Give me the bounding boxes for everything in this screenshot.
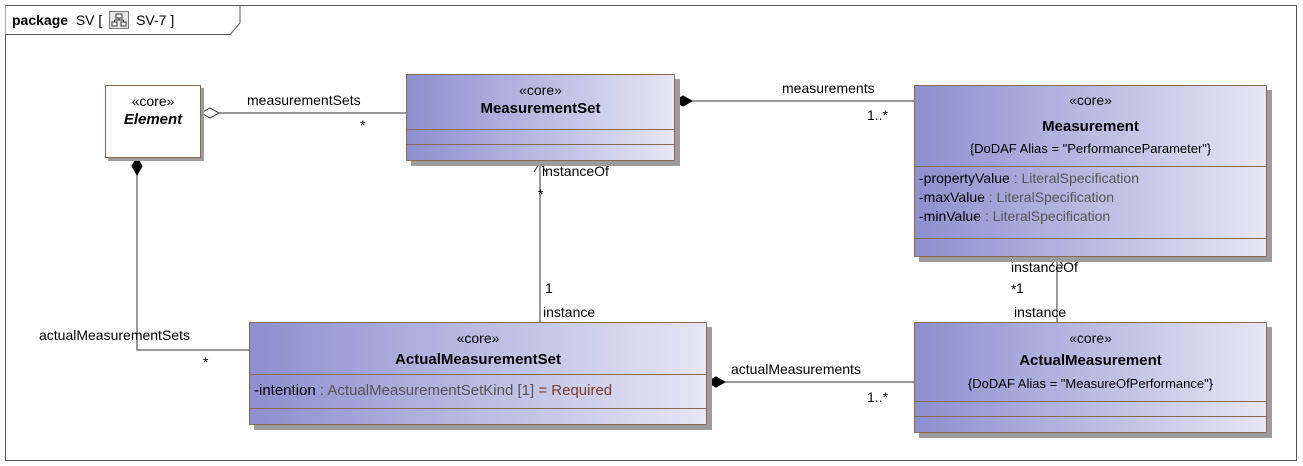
class-measurement[interactable]: «core» Measurement {DoDAF Alias = "Perfo…: [914, 85, 1267, 257]
actualmeasurementset-operations-compartment: [250, 408, 706, 424]
measurementset-operations-compartment: [407, 144, 674, 160]
attribute-default-value: = Required: [534, 382, 613, 399]
actualmeasurement-tagged-value: {DoDAF Alias = "MeasureOfPerformance"}: [967, 376, 1214, 391]
package-tab-label: package SV [ SV-7 ]: [12, 11, 174, 32]
diagram-icon: [109, 11, 130, 32]
composition-diamond-element: [131, 155, 143, 177]
role-label-ams-instance: instance: [543, 304, 596, 320]
attribute-visibility: -: [254, 382, 259, 399]
attribute-type: : LiteralSpecification: [981, 208, 1111, 224]
role-label-ms-instanceof: instanceOf: [542, 163, 609, 179]
attribute-type: : ActualMeasurementSetKind [1]: [315, 382, 535, 399]
multiplicity-ams-instance: 1: [545, 280, 553, 296]
multiplicity-ms-instanceof: *: [538, 186, 544, 202]
aggregation-diamond-element: [199, 107, 221, 119]
actualmeasurement-attributes-compartment: [915, 401, 1266, 416]
role-label-actualmeasurementsets: actualMeasurementSets: [39, 327, 190, 343]
measurement-attributes-compartment: -propertyValue : LiteralSpecification -m…: [915, 166, 1266, 238]
attribute-visibility: -: [919, 170, 924, 186]
attribute-name: maxValue: [923, 189, 985, 205]
measurementset-stereotype: «core»: [519, 82, 562, 98]
attribute-row[interactable]: -minValue : LiteralSpecification: [915, 207, 1266, 226]
actualmeasurementset-name: ActualMeasurementSet: [395, 351, 561, 368]
actualmeasurementset-attributes-compartment: -intention : ActualMeasurementSetKind [1…: [250, 374, 706, 408]
multiplicity-measurementsets: *: [360, 117, 366, 133]
measurement-tagged-value: {DoDAF Alias = "PerformanceParameter"}: [969, 141, 1212, 156]
composition-diamond-actualmeasurementset: [705, 376, 727, 388]
multiplicity-m-star: *: [1011, 281, 1017, 297]
measurementset-name: MeasurementSet: [480, 100, 601, 117]
class-measurementset[interactable]: «core» MeasurementSet: [406, 74, 675, 161]
attribute-row[interactable]: -propertyValue : LiteralSpecification: [915, 169, 1266, 188]
role-label-actualmeasurements: actualMeasurements: [731, 361, 861, 377]
edge-element-actualmeasurementset: [136, 175, 250, 351]
element-name: Element: [123, 111, 183, 128]
class-actualmeasurementset[interactable]: «core» ActualMeasurementSet -intention :…: [249, 322, 707, 425]
measurement-name: Measurement: [1042, 118, 1139, 135]
multiplicity-actualmeasurementsets: *: [203, 354, 209, 370]
class-actualmeasurement[interactable]: «core» ActualMeasurement {DoDAF Alias = …: [914, 322, 1267, 433]
package-keyword: package: [12, 12, 69, 28]
composition-diamond-measurementset: [672, 95, 694, 107]
role-label-measurementsets: measurementSets: [247, 92, 361, 108]
attribute-type: : LiteralSpecification: [984, 189, 1115, 205]
attribute-name: intention: [259, 382, 316, 399]
attribute-row[interactable]: -intention : ActualMeasurementSetKind [1…: [250, 381, 706, 400]
arrowhead-measurementset: [533, 161, 547, 173]
role-label-m-instanceof: instanceOf: [1011, 259, 1078, 275]
attribute-type: : LiteralSpecification: [1009, 170, 1139, 186]
package-frame: [5, 5, 1297, 461]
multiplicity-actualmeasurements: 1..*: [867, 389, 889, 405]
element-operations-compartment: [106, 148, 200, 157]
element-stereotype: «core»: [131, 93, 175, 109]
actualmeasurement-operations-compartment: [915, 416, 1266, 432]
multiplicity-measurements: 1..*: [867, 107, 889, 123]
measurement-operations-compartment: [915, 238, 1266, 256]
class-element[interactable]: «core» Element: [105, 85, 201, 158]
open-bracket: [: [98, 12, 103, 28]
measurementset-attributes-compartment: [407, 129, 674, 144]
attribute-visibility: -: [919, 208, 924, 224]
role-label-measurements: measurements: [782, 80, 875, 96]
attribute-name: propertyValue: [923, 170, 1010, 186]
measurement-stereotype: «core»: [1069, 92, 1112, 108]
attribute-row[interactable]: -maxValue : LiteralSpecification: [915, 188, 1266, 207]
multiplicity-m-one: 1: [1016, 280, 1024, 296]
package-name: SV: [75, 12, 95, 28]
close-bracket: ]: [170, 12, 175, 28]
actualmeasurement-stereotype: «core»: [1069, 330, 1112, 346]
element-attributes-compartment: [106, 139, 200, 148]
attribute-visibility: -: [919, 189, 924, 205]
attribute-name: minValue: [923, 208, 981, 224]
actualmeasurement-name: ActualMeasurement: [1019, 352, 1162, 369]
role-label-am-instance: instance: [1014, 304, 1067, 320]
diagram-name: SV-7: [136, 12, 167, 28]
actualmeasurementset-stereotype: «core»: [456, 330, 500, 346]
